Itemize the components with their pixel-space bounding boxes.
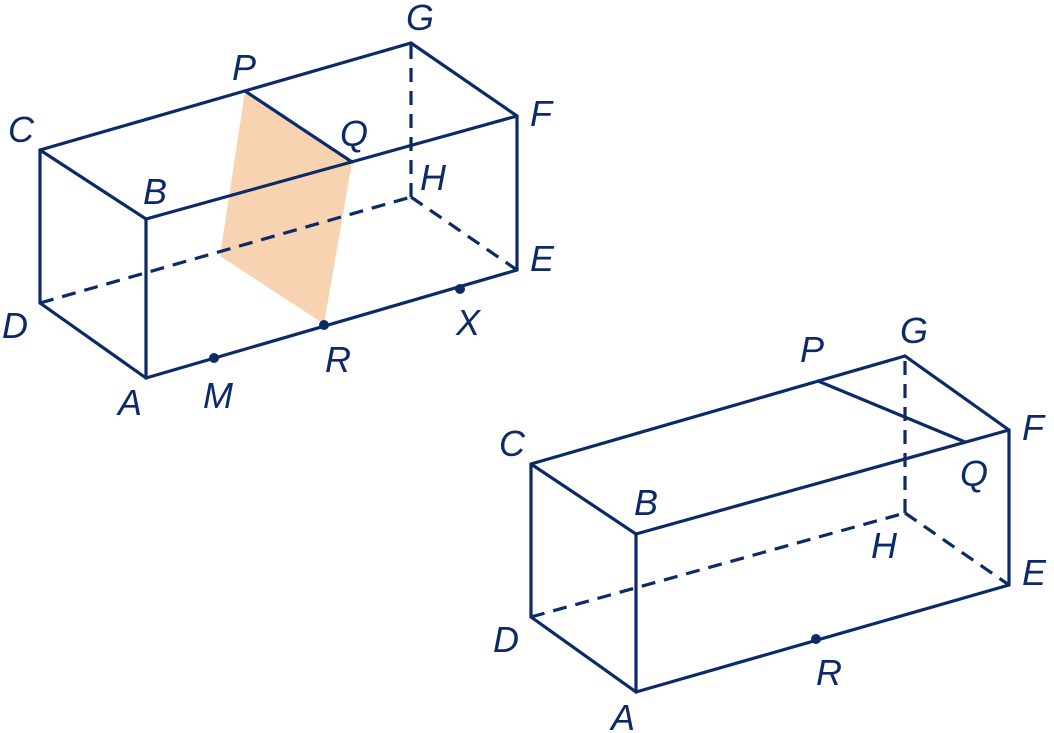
bottom-edge-AE [634,583,1011,694]
top-edge-DA [38,301,148,380]
top-label-B: B [143,171,167,212]
bottom-label-G: G [900,310,928,351]
cuboid-bottom: P G C F Q B H E D R A [493,310,1047,733]
top-label-A: A [116,382,142,423]
bottom-label-P: P [800,329,824,370]
bottom-edge-DA [529,615,638,694]
top-label-X: X [455,302,482,343]
bottom-label-H: H [871,525,898,566]
cuboid-top: C P G Q F B H E D R X A M [2,0,555,423]
top-point-M [209,353,219,363]
top-label-C: C [8,109,35,150]
bottom-edge-CG [529,354,907,466]
bottom-label-E: E [1022,552,1047,593]
top-edge-DH [39,195,412,305]
top-label-D: D [2,305,28,346]
bottom-label-C: C [499,423,526,464]
bottom-label-R: R [816,652,842,693]
top-edge-HE [410,195,518,272]
top-edge-GF [409,41,519,118]
top-edge-BF [144,114,519,221]
bottom-edge-GF [903,354,1011,432]
top-edge-PQ [243,89,354,164]
bottom-edge-DH [530,511,906,619]
top-label-E: E [530,238,555,279]
bottom-edge-HE [904,511,1010,587]
bottom-label-B: B [634,482,658,523]
top-cross-section [220,91,352,324]
top-label-M: M [203,375,233,416]
top-point-R [319,320,329,330]
top-label-H: H [420,157,447,198]
bottom-label-D: D [493,619,519,660]
top-point-X [455,284,465,294]
top-edge-CB [38,148,148,221]
bottom-point-R [811,634,821,644]
top-label-Q: Q [340,113,368,154]
top-label-P: P [232,47,256,88]
bottom-label-Q: Q [960,453,988,494]
top-label-F: F [530,93,554,134]
bottom-label-F: F [1022,407,1046,448]
bottom-edge-BF [634,428,1011,536]
bottom-edge-PQ [816,379,967,444]
bottom-edge-CB [529,462,638,536]
top-label-R: R [325,339,351,380]
bottom-label-A: A [609,697,635,733]
top-edge-CG [38,41,413,152]
top-label-G: G [406,0,434,38]
